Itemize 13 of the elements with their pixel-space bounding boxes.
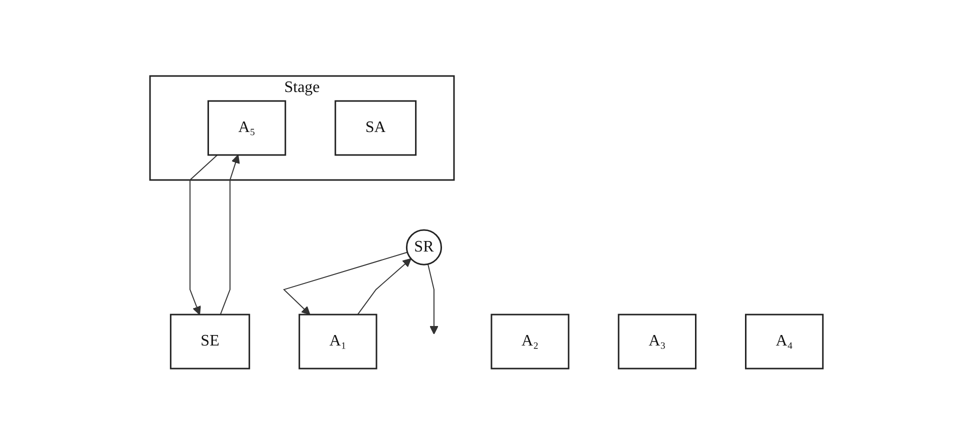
node-box: SE (169, 314, 250, 370)
arrow (219, 154, 240, 316)
arrow (189, 154, 218, 316)
node-box: SA (334, 100, 416, 156)
node-box: A₁ (298, 314, 377, 370)
node-box: A₄ (744, 314, 824, 370)
node-circle: SR (405, 229, 442, 266)
node-box: A₂ (490, 314, 569, 370)
node-box: A₃ (617, 314, 696, 370)
arrow (356, 258, 411, 316)
node-box: A₅ (207, 100, 286, 156)
arrow (427, 264, 438, 335)
arrow (282, 252, 408, 316)
